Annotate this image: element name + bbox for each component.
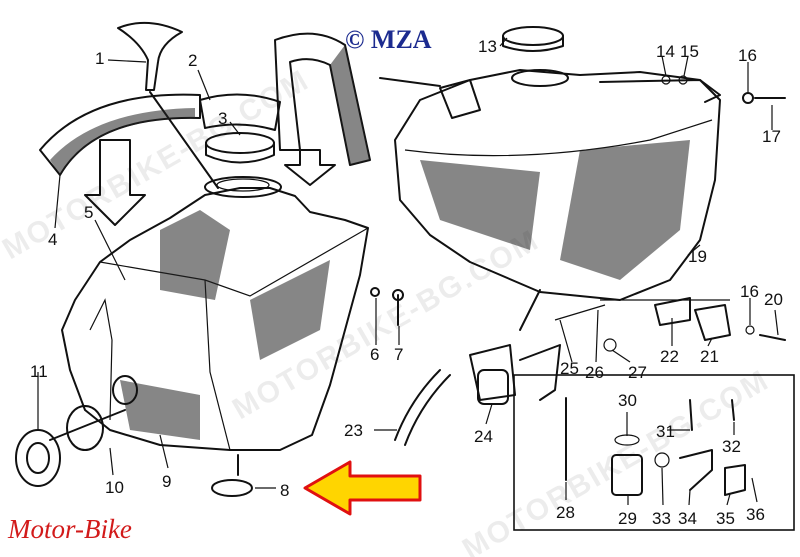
callout-labels: 1 2 3 4 5 6 7 8 9 10 11 13 14 15 16 17 1… [30,37,783,528]
callout-30: 30 [618,391,637,410]
callout-16: 16 [738,46,757,65]
rubber-plug [211,479,253,497]
callout-21: 21 [700,347,719,366]
lever-plate [679,449,713,491]
detail-frame [513,374,795,531]
callout-35: 35 [716,509,735,528]
callout-32: 32 [722,437,741,456]
tank-rear-bracket [599,79,721,103]
callout-9: 9 [162,472,171,491]
callout-13: 13 [478,37,497,56]
mount-pin [379,77,441,87]
filler-cap [502,26,564,46]
tap-stem [519,289,541,331]
filler-neck [204,176,282,198]
callout-24: 24 [474,427,493,446]
callout-29: 29 [618,509,637,528]
funnel-leader-rod [149,91,219,189]
callout-25: 25 [560,359,579,378]
callout-22: 22 [660,347,679,366]
small-screw [689,399,693,431]
callout-31: 31 [656,422,675,441]
callout-16-lower: 16 [740,282,759,301]
left-tank-drawing [15,21,404,497]
callout-19: 19 [688,247,707,266]
gasket [654,452,670,468]
right-tank-drawing [379,26,786,446]
callout-3: 3 [218,109,227,128]
left-tank-shading [250,260,330,360]
tap-lever [519,344,561,401]
filler-cap-side [502,35,564,52]
callout-33: 33 [652,509,671,528]
cover-plate [724,464,746,496]
callout-17: 17 [762,127,781,146]
callout-6: 6 [370,345,379,364]
cap-ring-side [205,142,275,164]
leader-lines [37,37,779,506]
copyright-mark: © MZA [345,25,432,54]
callout-23: 23 [344,421,363,440]
washer [678,75,688,85]
gasket-line [554,304,606,321]
fuel-tank-shading [560,140,690,280]
callout-27: 27 [628,363,647,382]
fuel-tank-shading [420,160,540,250]
tap-screw [603,338,617,352]
callout-15: 15 [680,42,699,61]
callout-28: 28 [556,503,575,522]
callout-36: 36 [746,505,765,524]
filler-neck-inner [216,178,270,192]
fuel-filter-bowl [477,369,509,405]
fuel-tap [469,344,516,401]
callout-20: 20 [764,290,783,309]
outlet-bore [26,442,50,474]
funnel [117,21,183,91]
callout-26: 26 [585,363,604,382]
filler-collar [511,69,569,87]
left-tank-shading [120,380,200,440]
strap-down-arrow [284,149,336,186]
washer [742,92,754,104]
left-tank-seam [89,298,113,421]
callout-4: 4 [48,230,57,249]
brand-logo-text: Motor-Bike [7,514,132,544]
assembly-down-arrow [84,139,146,226]
rear-clamp [694,304,731,341]
detail-inset [513,374,795,531]
callout-11: 11 [30,362,48,381]
fuel-hose [394,369,441,441]
callout-2: 2 [188,51,197,70]
fuel-hose [404,374,451,446]
bolt [759,334,786,341]
tank-mount-bracket [439,79,481,119]
filter-screen [611,454,643,496]
outlet-nut [66,405,104,451]
callout-7: 7 [394,345,403,364]
callout-14: 14 [656,42,675,61]
callout-8: 8 [280,481,289,500]
left-tank-shading [160,210,230,300]
washer [745,325,755,335]
highlight-arrow [303,460,422,516]
washer [370,287,380,297]
callout-1: 1 [95,49,104,68]
fuel-tank-body [394,69,721,301]
grommet [112,375,138,405]
tank-strap-shading [330,45,370,165]
outlet-pipe [49,409,126,441]
strap-shading [50,108,195,175]
screw-head [392,289,404,301]
left-tank-edge [204,279,231,451]
callout-10: 10 [105,478,124,497]
callout-5: 5 [84,203,93,222]
fuel-tank-contour [404,119,713,157]
callout-34: 34 [678,509,697,528]
left-tank-edge [99,227,369,297]
small-screw [731,399,735,421]
